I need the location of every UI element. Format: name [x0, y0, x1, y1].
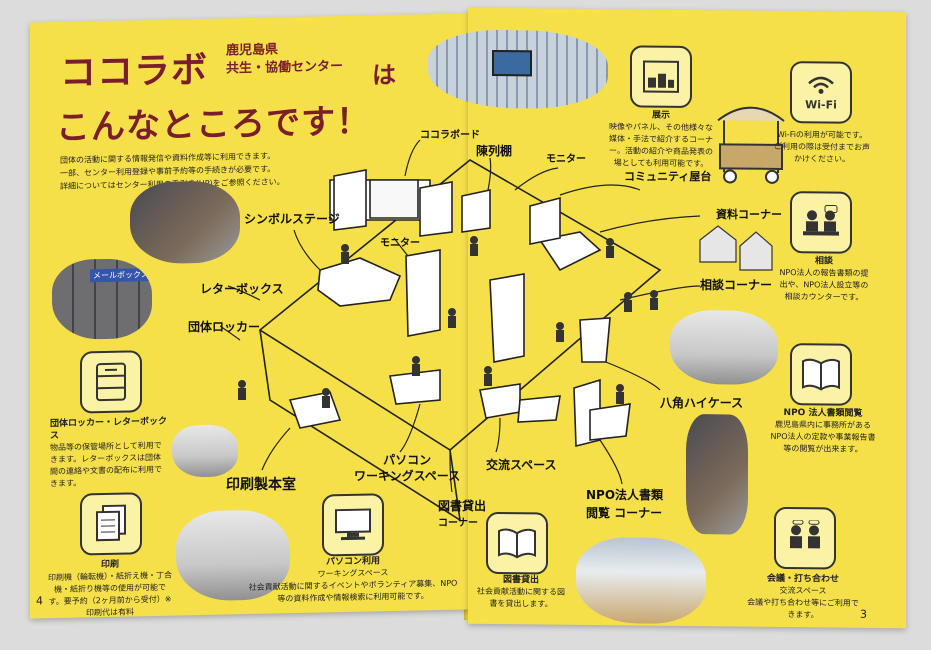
npo-docs-icon-box [790, 343, 852, 406]
label-symbol-stage: シンボルステージ [244, 212, 340, 226]
right-page: 展示 映像やパネル、その他様々な媒体・手法で紹介するコーナー。活動の紹介や商品発… [428, 7, 906, 629]
label-monitor-mid: モニター [380, 238, 420, 249]
label-community-cart: コミュニティ屋台 [624, 170, 712, 183]
documents-icon [96, 504, 126, 542]
computer-icon [335, 508, 371, 541]
label-library-corner: 図書貸出 コーナー [438, 499, 487, 529]
community-cart-drawing [717, 106, 785, 184]
label-npo-docs-corner: NPO法人書類 閲覧 コーナー [586, 488, 664, 520]
label-display-shelf: 陳列棚 [476, 144, 513, 158]
consult-icon-box [790, 191, 852, 254]
meeting-icon [790, 520, 820, 549]
consult-icon [803, 204, 839, 236]
label-group-locker: 団体ロッカー [188, 320, 261, 334]
label-pc-space: パソコン ワーキングスペース [354, 453, 461, 483]
left-page: ココラボ 鹿児島県 共生・協働センター は こんなところです！ 団体の活動に関す… [30, 13, 470, 619]
label-monitor-top: モニター [546, 154, 586, 165]
exhibit-icon [643, 60, 679, 93]
label-exchange-space: 交流スペース [486, 458, 557, 472]
label-material-corner: 資料コーナー [716, 208, 782, 221]
pc-icon-box [322, 493, 384, 557]
meeting-icon-box [774, 506, 836, 570]
locker-icon-box [80, 350, 142, 414]
wifi-icon-box: Wi-Fi [790, 61, 852, 124]
wifi-icon: Wi-Fi [805, 74, 837, 111]
locker-icon [96, 362, 126, 402]
label-kokorabo-board: ココラボード [420, 130, 480, 141]
label-octagon-case: 八角ハイケース [660, 396, 744, 410]
book-icon [498, 528, 536, 559]
exhibit-icon-box [630, 45, 692, 109]
print-icon-box [80, 492, 142, 556]
library-icon-box [486, 511, 548, 575]
label-consult-corner: 相談コーナー [700, 278, 773, 292]
label-letter-box: レターボックス [200, 282, 284, 296]
npo-docs-icon [802, 358, 840, 391]
label-print-room: 印刷製本室 [226, 477, 296, 493]
